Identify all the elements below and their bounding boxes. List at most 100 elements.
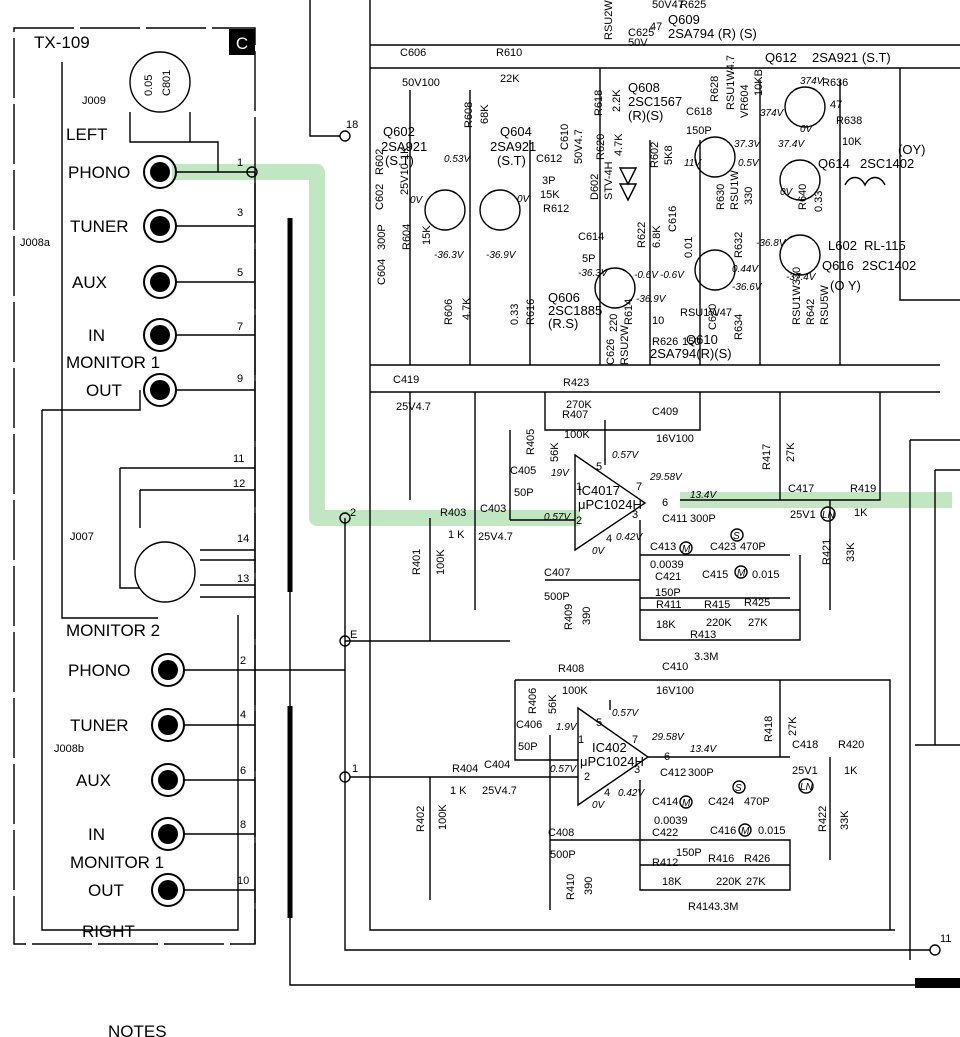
svg-text:PHONO: PHONO <box>68 163 130 182</box>
svg-text:C411: C411 <box>662 513 687 525</box>
svg-text:Q609: Q609 <box>668 12 700 27</box>
svg-text:3P: 3P <box>542 175 555 187</box>
transistor-q606 <box>594 267 636 309</box>
svg-text:29.58V: 29.58V <box>651 732 685 743</box>
svg-text:C414: C414 <box>652 796 678 808</box>
svg-text:R614: R614 <box>623 299 635 325</box>
svg-text:AUX: AUX <box>76 771 111 790</box>
svg-text:(S.T): (S.T) <box>497 153 526 168</box>
svg-text:IN: IN <box>88 326 105 345</box>
svg-text:8: 8 <box>240 819 246 831</box>
svg-text:R622: R622 <box>636 222 648 248</box>
svg-text:11V: 11V <box>684 158 702 169</box>
svg-text:500P: 500P <box>550 849 576 861</box>
svg-text:R417: R417 <box>761 444 773 470</box>
svg-text:0.57V: 0.57V <box>612 708 639 719</box>
svg-text:-37.4V: -37.4V <box>786 272 817 283</box>
svg-text:C416: C416 <box>710 825 736 837</box>
svg-text:R618: R618 <box>593 90 605 116</box>
svg-text:STV-4H: STV-4H <box>603 161 615 200</box>
svg-text:15K: 15K <box>421 225 433 245</box>
svg-text:LN: LN <box>800 782 814 793</box>
svg-text:-36.6V: -36.6V <box>732 282 763 293</box>
svg-text:R620: R620 <box>595 134 607 160</box>
svg-text:16V100: 16V100 <box>656 685 694 697</box>
svg-text:(OY): (OY) <box>898 142 925 157</box>
transistor-q614 <box>779 159 821 201</box>
svg-text:4: 4 <box>240 709 246 721</box>
svg-text:R602: R602 <box>649 142 661 168</box>
svg-text:Q610: Q610 <box>686 332 718 347</box>
svg-text:R407: R407 <box>562 409 588 421</box>
svg-text:0.015: 0.015 <box>758 825 786 837</box>
svg-text:R421: R421 <box>821 539 833 565</box>
svg-text:50V100: 50V100 <box>402 77 440 89</box>
svg-text:RSU1W4.7: RSU1W4.7 <box>725 55 737 110</box>
svg-text:RSU1W: RSU1W <box>729 170 741 210</box>
svg-text:0V: 0V <box>592 800 606 811</box>
svg-text:5: 5 <box>596 717 602 729</box>
svg-text:(R.S): (R.S) <box>548 316 578 331</box>
svg-text:IC402: IC402 <box>592 740 627 755</box>
svg-text:S: S <box>733 531 740 542</box>
svg-text:0.0039: 0.0039 <box>650 559 684 571</box>
svg-text:C408: C408 <box>548 827 574 839</box>
svg-text:68K: 68K <box>479 104 491 124</box>
svg-text:0.33: 0.33 <box>509 304 521 325</box>
svg-text:2SC1567: 2SC1567 <box>628 94 682 109</box>
svg-text:RL-115: RL-115 <box>864 238 906 253</box>
svg-text:56K: 56K <box>549 442 561 462</box>
svg-text:C415: C415 <box>702 569 728 581</box>
svg-text:6: 6 <box>664 751 670 763</box>
svg-text:4.7K: 4.7K <box>461 297 473 320</box>
svg-text:5P: 5P <box>582 253 595 265</box>
svg-text:470P: 470P <box>740 541 766 553</box>
svg-text:25V1: 25V1 <box>790 509 816 521</box>
svg-text:18: 18 <box>346 119 358 131</box>
svg-text:2SA921 (S.T): 2SA921 (S.T) <box>812 50 891 65</box>
svg-text:6: 6 <box>240 765 246 777</box>
svg-text:50V4.7: 50V4.7 <box>573 129 585 164</box>
svg-text:(R)(S): (R)(S) <box>628 108 663 123</box>
svg-text:25V10: 25V10 <box>399 163 411 195</box>
svg-text:C604: C604 <box>376 259 388 285</box>
svg-text:2SA921: 2SA921 <box>490 139 536 154</box>
svg-text:3.3M: 3.3M <box>694 651 718 663</box>
svg-text:150P: 150P <box>655 587 681 599</box>
monitor1-label-top: MONITOR 1 <box>66 353 160 372</box>
svg-text:2SA794(R)(S): 2SA794(R)(S) <box>650 346 732 361</box>
svg-text:1: 1 <box>578 734 584 746</box>
pin-labels: 18 1 3 5 7 9 11 12 14 13 2 E 2 4 6 8 10 … <box>233 119 951 956</box>
j009-label: J009 <box>82 95 106 107</box>
svg-text:C413: C413 <box>650 541 676 553</box>
svg-text:0.57V: 0.57V <box>544 512 571 523</box>
svg-text:AUX: AUX <box>72 273 107 292</box>
svg-text:27K: 27K <box>748 617 768 629</box>
svg-text:TUNER: TUNER <box>70 716 129 735</box>
svg-text:R630: R630 <box>715 184 727 210</box>
svg-text:-0.6V: -0.6V <box>634 270 659 281</box>
cap-value: 0.05 <box>143 75 155 96</box>
svg-text:27K: 27K <box>746 876 766 888</box>
svg-text:C419: C419 <box>393 374 419 386</box>
svg-text:0.42V: 0.42V <box>618 788 645 799</box>
svg-text:R636: R636 <box>822 77 848 89</box>
svg-text:C612: C612 <box>536 153 562 165</box>
svg-text:29.58V: 29.58V <box>649 472 683 483</box>
svg-text:374V: 374V <box>800 76 825 87</box>
svg-text:R610: R610 <box>496 47 522 59</box>
svg-text:0V: 0V <box>800 124 814 135</box>
opamp-ic402 <box>577 706 650 807</box>
svg-text:2SA794 (R) (S): 2SA794 (R) (S) <box>668 26 757 41</box>
svg-text:11: 11 <box>233 453 244 465</box>
svg-text:Q602: Q602 <box>383 124 415 139</box>
svg-text:R412: R412 <box>652 857 678 869</box>
svg-text:100K: 100K <box>437 804 449 830</box>
svg-text:374V: 374V <box>760 108 785 119</box>
svg-text:220K: 220K <box>706 617 732 629</box>
svg-text:C616: C616 <box>667 206 679 232</box>
svg-text:C410: C410 <box>662 661 688 673</box>
svg-text:27K: 27K <box>787 716 799 736</box>
svg-text:R415: R415 <box>704 599 730 611</box>
svg-text:R425: R425 <box>744 597 770 609</box>
